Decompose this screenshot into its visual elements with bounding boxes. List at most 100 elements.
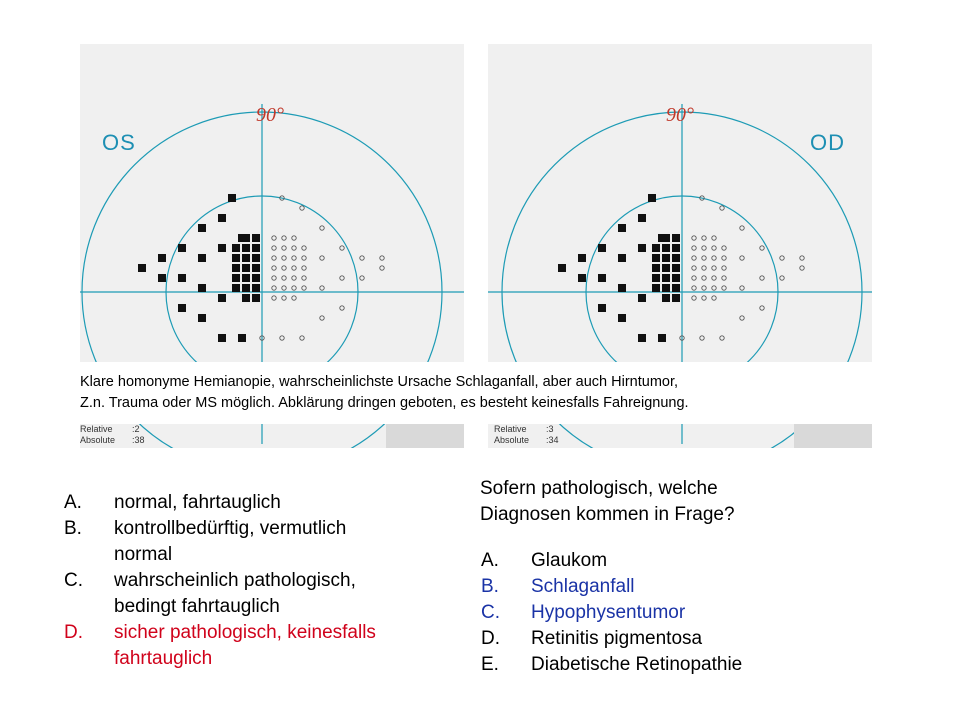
angle-label-right: 90° (666, 104, 694, 126)
seen-test-point (739, 315, 745, 321)
assessment-option-a[interactable]: A. normal, fahrtauglich (64, 492, 281, 513)
seen-test-point (281, 295, 287, 301)
absolute-defect-point (658, 334, 666, 342)
seen-test-point (711, 265, 717, 271)
seen-test-point (779, 255, 785, 261)
absolute-defect-point (198, 224, 206, 232)
absolute-defect-point (578, 274, 586, 282)
diagnosis-option-c[interactable]: C.Hypophysentumor (481, 602, 686, 623)
seen-test-point (711, 275, 717, 281)
absolute-defect-point (662, 294, 670, 302)
seen-test-point (719, 205, 725, 211)
absolute-defect-point (652, 274, 660, 282)
absolute-defect-point (672, 284, 680, 292)
absolute-defect-point (252, 284, 260, 292)
diagnosis-question: Sofern pathologisch, welche Diagnosen ko… (480, 476, 810, 528)
seen-test-point (711, 285, 717, 291)
seen-test-point (359, 255, 365, 261)
absolute-defect-point (242, 284, 250, 292)
assessment-option-c[interactable]: C. wahrscheinlich pathologisch,bedingt f… (64, 570, 356, 617)
seen-test-point (739, 285, 745, 291)
seen-test-point (291, 265, 297, 271)
absolute-defect-point (638, 334, 646, 342)
absolute-defect-point (242, 274, 250, 282)
absolute-defect-point (138, 264, 146, 272)
absolute-defect-point (672, 274, 680, 282)
absolute-defect-point (652, 284, 660, 292)
absolute-defect-point (672, 244, 680, 252)
absolute-defect-point (232, 284, 240, 292)
seen-test-point (281, 255, 287, 261)
absolute-defect-point (218, 294, 226, 302)
seen-test-point (701, 235, 707, 241)
absolute-defect-point (618, 284, 626, 292)
absolute-defect-point (198, 254, 206, 262)
absolute-defect-point (638, 244, 646, 252)
absolute-defect-point (198, 284, 206, 292)
seen-test-point (271, 295, 277, 301)
seen-test-point (759, 305, 765, 311)
seen-test-point (291, 275, 297, 281)
question-line-1: Sofern pathologisch, welche (480, 478, 718, 499)
seen-test-point (291, 235, 297, 241)
seen-test-point (691, 245, 697, 251)
caption-line-1: Klare homonyme Hemianopie, wahrscheinlic… (80, 374, 679, 390)
absolute-defect-point (232, 244, 240, 252)
absolute-defect-point (242, 244, 250, 252)
visual-field-right-chart (488, 104, 872, 448)
seen-test-point (711, 295, 717, 301)
absolute-defect-point (638, 294, 646, 302)
seen-test-point (271, 245, 277, 251)
angle-label-left: 90° (256, 104, 284, 126)
seen-test-point (739, 255, 745, 261)
seen-test-point (691, 285, 697, 291)
seen-test-point (691, 275, 697, 281)
test-points-right (558, 194, 805, 342)
absolute-defect-point (648, 194, 656, 202)
absolute-defect-point (672, 264, 680, 272)
eye-label-os: OS (102, 130, 136, 155)
absolute-defect-point (252, 244, 260, 252)
seen-test-point (299, 335, 305, 341)
seen-test-point (359, 275, 365, 281)
seen-test-point (691, 265, 697, 271)
diagnosis-option-d[interactable]: D.Retinitis pigmentosa (481, 628, 703, 649)
test-points-left (138, 194, 385, 342)
seen-test-point (281, 285, 287, 291)
absolute-defect-point (238, 334, 246, 342)
stats-bar-left (386, 420, 464, 448)
absolute-defect-point (252, 254, 260, 262)
absolute-defect-point (158, 274, 166, 282)
seen-test-point (779, 275, 785, 281)
seen-test-point (679, 335, 685, 341)
seen-test-point (721, 245, 727, 251)
seen-test-point (699, 335, 705, 341)
seen-test-point (699, 195, 705, 201)
seen-test-point (379, 265, 385, 271)
question-line-2: Diagnosen kommen in Frage? (480, 504, 735, 525)
seen-test-point (739, 225, 745, 231)
seen-test-point (291, 285, 297, 291)
absolute-defect-point (232, 264, 240, 272)
diagnosis-option-b[interactable]: B.Schlaganfall (481, 576, 635, 597)
caption-line-2: Z.n. Trauma oder MS möglich. Abklärung d… (80, 395, 689, 411)
absolute-defect-point (178, 274, 186, 282)
seen-test-point (301, 265, 307, 271)
absolute-defect-point (218, 214, 226, 222)
absolute-defect-point (558, 264, 566, 272)
seen-test-point (259, 335, 265, 341)
diagnosis-option-a[interactable]: A.Glaukom (481, 550, 608, 571)
seen-test-point (711, 255, 717, 261)
stats-relative-left: Relative: 2 (80, 424, 140, 434)
seen-test-point (281, 275, 287, 281)
diagnosis-option-e[interactable]: E.Diabetische Retinopathie (481, 654, 743, 675)
seen-test-point (291, 245, 297, 251)
seen-test-point (721, 255, 727, 261)
stats-right: Relative: 3 Absolute: 34 (494, 424, 794, 448)
absolute-defect-point (242, 264, 250, 272)
absolute-defect-point (178, 304, 186, 312)
absolute-defect-point (252, 234, 260, 242)
seen-test-point (319, 315, 325, 321)
